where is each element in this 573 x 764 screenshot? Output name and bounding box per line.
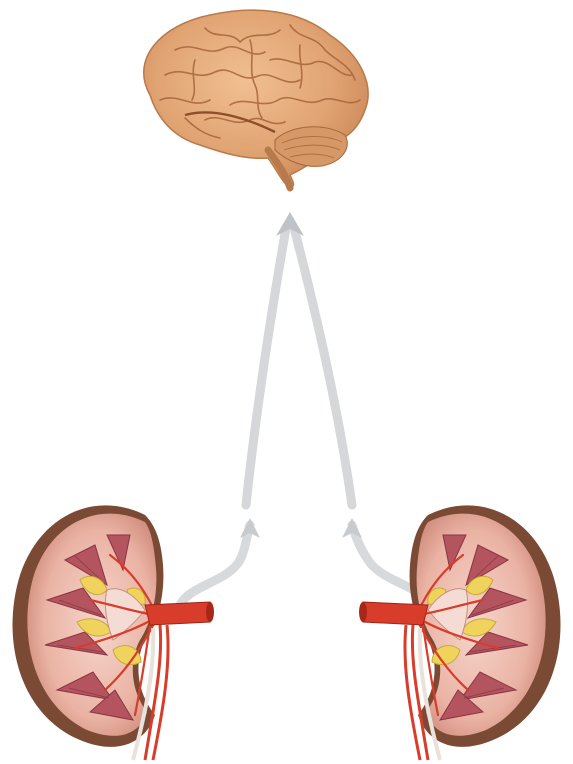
brain-arrowhead-icon <box>276 212 304 236</box>
right-connection-arrow <box>294 228 430 605</box>
left-kidney-illustration <box>13 505 215 760</box>
arrows <box>180 212 430 605</box>
brain-illustration <box>144 10 368 188</box>
right-kidney-illustration <box>359 505 561 760</box>
left-connection-arrow <box>180 228 286 605</box>
